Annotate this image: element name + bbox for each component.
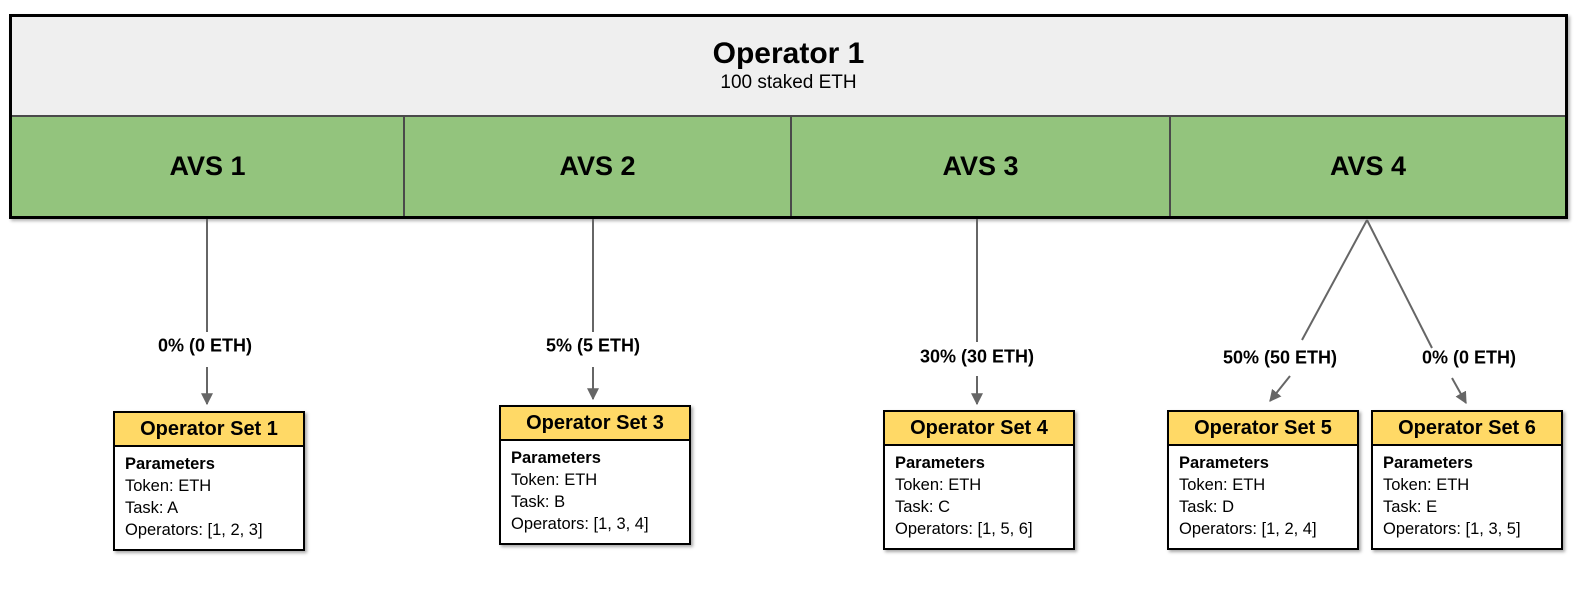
arrow-to-set5 [1269, 375, 1291, 402]
operator-set-1-body: Parameters Token: ETH Task: A Operators:… [115, 447, 303, 549]
param-token: Token: ETH [1383, 476, 1470, 494]
avs-cell-2: AVS 2 [405, 117, 790, 216]
param-task: Task: C [895, 498, 951, 516]
param-task: Task: A [125, 499, 179, 517]
avs-row: AVS 1 AVS 2 AVS 3 AVS 4 [12, 115, 1565, 216]
operator-set-5-body: Parameters Token: ETH Task: D Operators:… [1169, 446, 1357, 548]
operator-set-1-title: Operator Set 1 [115, 413, 303, 447]
allocation-label-set6: 0% (0 ETH) [1421, 347, 1517, 368]
param-token: Token: ETH [511, 471, 598, 489]
param-operators: Operators: [1, 3, 4] [511, 515, 649, 533]
param-task: Task: E [1383, 498, 1438, 516]
operator-set-3-body: Parameters Token: ETH Task: B Operators:… [501, 441, 689, 543]
avs-1-label: AVS 1 [169, 151, 246, 181]
param-token: Token: ETH [1179, 476, 1266, 494]
arrow-to-set6 [1451, 377, 1467, 405]
param-token: Token: ETH [895, 476, 982, 494]
param-task: Task: B [511, 493, 566, 511]
param-token: Token: ETH [125, 477, 212, 495]
avs-2-label: AVS 2 [559, 151, 636, 181]
operator-set-4-body: Parameters Token: ETH Task: C Operators:… [885, 446, 1073, 548]
param-operators: Operators: [1, 2, 4] [1179, 520, 1317, 538]
connector-avs4-left [1301, 219, 1368, 341]
operator-set-6-title: Operator Set 6 [1373, 412, 1561, 446]
param-operators: Operators: [1, 5, 6] [895, 520, 1033, 538]
operator-subtitle: 100 staked ETH [720, 72, 857, 93]
allocation-label-set3: 5% (5 ETH) [545, 335, 641, 356]
param-operators: Operators: [1, 2, 3] [125, 521, 263, 539]
params-heading: Parameters [1383, 454, 1473, 472]
avs-4-label: AVS 4 [1329, 151, 1407, 181]
operator-set-card-6: Operator Set 6 Parameters Token: ETH Tas… [1371, 410, 1563, 550]
allocation-label-set5: 50% (50 ETH) [1222, 347, 1338, 368]
allocation-label-set4: 30% (30 ETH) [919, 346, 1035, 367]
operator-set-card-1: Operator Set 1 Parameters Token: ETH Tas… [113, 411, 305, 551]
operator-set-card-3: Operator Set 3 Parameters Token: ETH Tas… [499, 405, 691, 545]
operator-header: Operator 1 100 staked ETH [12, 17, 1565, 115]
operator-set-card-5: Operator Set 5 Parameters Token: ETH Tas… [1167, 410, 1359, 550]
params-heading: Parameters [125, 455, 215, 473]
connector-avs4-right [1366, 219, 1433, 349]
param-task: Task: D [1179, 498, 1235, 516]
operator-set-4-title: Operator Set 4 [885, 412, 1073, 446]
allocation-label-set1: 0% (0 ETH) [157, 335, 253, 356]
avs-3-label: AVS 3 [942, 151, 1019, 181]
operator-set-6-body: Parameters Token: ETH Task: E Operators:… [1373, 446, 1561, 548]
params-heading: Parameters [895, 454, 985, 472]
avs-cell-4: AVS 4 [1171, 117, 1565, 216]
operator-set-card-4: Operator Set 4 Parameters Token: ETH Tas… [883, 410, 1075, 550]
operator-set-3-title: Operator Set 3 [501, 407, 689, 441]
params-heading: Parameters [1179, 454, 1269, 472]
operator-box: Operator 1 100 staked ETH AVS 1 AVS 2 AV… [9, 14, 1568, 219]
avs-cell-3: AVS 3 [792, 117, 1169, 216]
operator-set-5-title: Operator Set 5 [1169, 412, 1357, 446]
avs-cell-1: AVS 1 [12, 117, 403, 216]
operator-title: Operator 1 [712, 37, 865, 70]
param-operators: Operators: [1, 3, 5] [1383, 520, 1521, 538]
params-heading: Parameters [511, 449, 601, 467]
